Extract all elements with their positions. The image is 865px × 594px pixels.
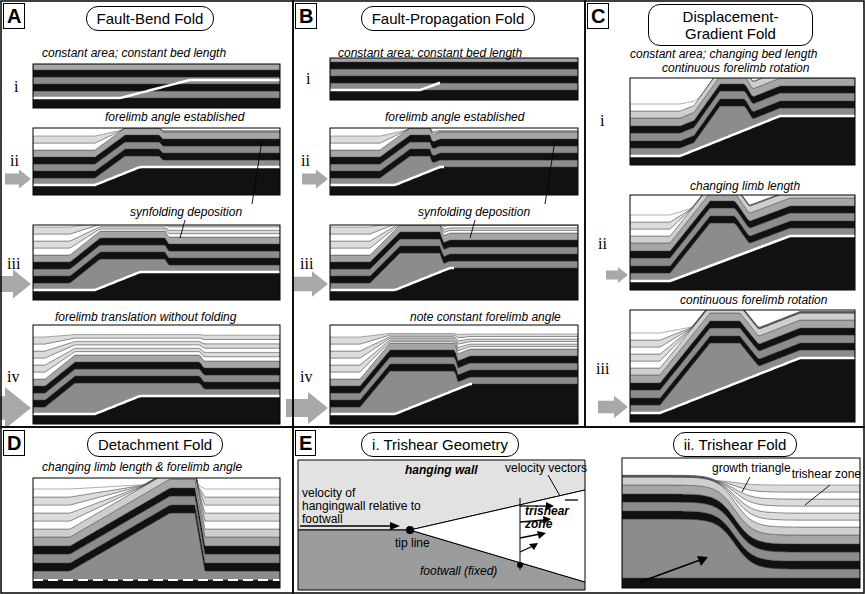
shortening-arrow [0, 270, 31, 299]
stage-numeral: iii [300, 255, 313, 272]
stage-numeral: ii [301, 152, 310, 169]
annotation-label: changing limb length [690, 180, 800, 193]
panel-title: Fault-Propagation Fold [372, 10, 525, 27]
panel-letter: E [299, 432, 312, 454]
annotation-label: footwall (fixed) [420, 565, 497, 578]
stage-numeral: iv [300, 368, 312, 385]
trishear-geometry-sketch [298, 460, 585, 590]
annotation-label: constant area; constant bed length [42, 47, 226, 60]
stage-numeral: ii [10, 152, 19, 169]
panel-title: Fault-Bend Fold [97, 10, 204, 27]
annotation-label: trishear zone [792, 468, 861, 481]
annotation-label: changing limb length & forelimb angle [42, 461, 242, 474]
annotation-label: velocity of hangingwall relative to foot… [302, 487, 422, 526]
panel-letter: D [7, 432, 21, 454]
annotation-label: constant area; changing bed length [630, 48, 817, 61]
strata-section [330, 128, 578, 195]
strata-section [33, 225, 280, 300]
panel-title: Displacement-Gradient Fold [683, 8, 779, 42]
shortening-arrow [0, 387, 31, 429]
strata-section [33, 325, 280, 424]
annotation-label: continuous forelimb rotation [680, 294, 827, 307]
stage-numeral: iii [596, 360, 609, 377]
annotation-label: forelimb angle established [105, 111, 244, 124]
strata-section [622, 458, 860, 588]
title-pill: Fault-Propagation Fold [361, 6, 536, 31]
panel-title: i. Trishear Geometry [372, 436, 508, 453]
annotation-label: hanging wall [405, 464, 478, 477]
panel-letter-box: C [587, 3, 609, 29]
strata-section [330, 325, 578, 424]
title-pill: Fault-Bend Fold [86, 6, 215, 31]
title-pill: i. Trishear Geometry [361, 432, 519, 457]
strata-section [33, 64, 280, 108]
strata-section [33, 478, 280, 588]
title-pill: Displacement-Gradient Fold [648, 4, 813, 46]
shortening-arrow [294, 271, 328, 297]
annotation-label: growth triangle [712, 462, 791, 475]
panel-letter: A [7, 5, 21, 27]
annotation-label: constant area; constant bed length [338, 47, 522, 60]
annotation-label: forelimb angle established [385, 111, 524, 124]
strata-section [33, 128, 280, 195]
stage-numeral: i [600, 112, 604, 129]
shortening-arrow [5, 169, 31, 188]
panel-letter-box: A [3, 3, 25, 29]
annotation-label: synfolding deposition [418, 206, 530, 219]
annotation-label: forelimb translation without folding [55, 311, 236, 324]
strata-section [330, 58, 578, 100]
panel-letter-box: D [3, 430, 25, 456]
panel-title: Detachment Fold [98, 436, 212, 453]
title-pill: ii. Trishear Fold [673, 432, 798, 457]
annotation-label: tip line [395, 537, 430, 550]
stage-numeral: iii [7, 255, 20, 272]
annotation-label: note constant forelimb angle [410, 311, 561, 324]
strata-section [630, 195, 855, 290]
annotation-label: synfolding deposition [130, 206, 242, 219]
stage-numeral: ii [598, 235, 607, 252]
annotation-label: velocity vectors [505, 462, 587, 475]
panel-letter: B [299, 5, 313, 27]
annotation-label: trishear zone [525, 505, 580, 531]
panel-title: ii. Trishear Fold [684, 436, 787, 453]
stage-numeral: i [306, 70, 310, 87]
stage-numeral: i [14, 78, 18, 95]
strata-section [330, 225, 578, 300]
strata-section [630, 78, 855, 165]
stage-numeral: iv [7, 368, 19, 385]
shortening-arrow [302, 169, 328, 188]
panel-letter-box: E [295, 430, 316, 456]
strata-section [630, 310, 855, 422]
shortening-arrow [598, 396, 628, 418]
annotation-label: continuous forelimb rotation [662, 62, 809, 75]
panel-letter: C [591, 5, 605, 27]
title-pill: Detachment Fold [87, 432, 223, 457]
panel-letter-box: B [295, 3, 317, 29]
shortening-arrow [606, 267, 628, 283]
